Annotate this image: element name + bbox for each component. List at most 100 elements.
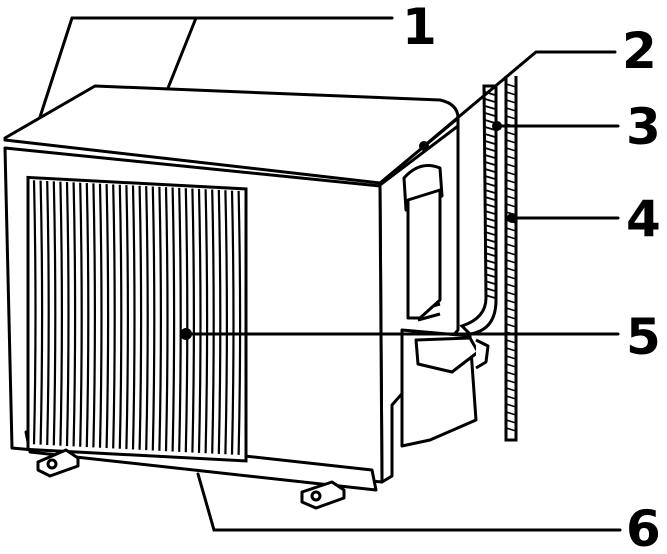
grille-fin bbox=[151, 186, 156, 451]
grille-fin bbox=[197, 188, 202, 453]
pipe-tick bbox=[505, 339, 517, 344]
callout-4: 4 bbox=[626, 190, 661, 248]
leader-1b bbox=[166, 16, 198, 90]
pipe-tick bbox=[505, 299, 517, 304]
insulation-tick bbox=[484, 175, 496, 180]
grille-fin bbox=[211, 189, 215, 454]
pipe-tick bbox=[505, 387, 517, 392]
leader-lines bbox=[38, 16, 622, 532]
insulation-tick bbox=[484, 105, 496, 110]
pipe-tick bbox=[505, 379, 517, 384]
callout-5: 5 bbox=[626, 308, 661, 366]
insulation-tick bbox=[484, 273, 496, 278]
pipe-tick bbox=[505, 427, 517, 432]
grille-fin bbox=[178, 187, 182, 452]
grille-fin bbox=[131, 185, 136, 450]
grille-frame bbox=[26, 175, 248, 463]
insulation-tick bbox=[484, 140, 496, 145]
pipe-tick bbox=[505, 179, 517, 184]
pipe-tick bbox=[505, 195, 517, 200]
pipe-tick bbox=[505, 99, 517, 104]
insulation-tick bbox=[484, 266, 496, 271]
grille-fin bbox=[191, 188, 195, 453]
pipe-tick bbox=[505, 83, 517, 88]
insulation-tick bbox=[484, 287, 496, 292]
insulation-tick bbox=[484, 245, 496, 250]
pipe-tick bbox=[505, 139, 517, 144]
insulation-tick bbox=[484, 252, 496, 257]
grille-fin bbox=[52, 181, 57, 446]
grille-fin bbox=[125, 185, 129, 450]
grille-fin bbox=[237, 190, 242, 455]
grille-fin bbox=[92, 183, 96, 448]
top-lid bbox=[3, 84, 460, 185]
pipe-tick bbox=[505, 275, 517, 280]
pipe-tick bbox=[505, 395, 517, 400]
grille-fin bbox=[105, 184, 110, 449]
grille-fin bbox=[98, 183, 103, 448]
insulation-tick bbox=[484, 259, 496, 264]
grille-fin bbox=[112, 184, 116, 449]
pipe-tick bbox=[505, 283, 517, 288]
insulation-tick bbox=[484, 224, 496, 229]
pipe-tick bbox=[505, 307, 517, 312]
insulation-tick bbox=[484, 161, 496, 166]
grille-fin bbox=[59, 181, 63, 446]
insulation-tick bbox=[484, 182, 496, 187]
pipe-tick bbox=[505, 347, 517, 352]
insulation-tick bbox=[484, 231, 496, 236]
grille-fin bbox=[171, 187, 176, 452]
leader-1 bbox=[38, 16, 394, 119]
grille-fin bbox=[118, 184, 123, 449]
leader-6 bbox=[196, 472, 622, 532]
grille-fin bbox=[138, 185, 143, 450]
grille-fin bbox=[85, 183, 90, 448]
connection-box bbox=[400, 164, 490, 448]
grille-fin bbox=[79, 182, 83, 447]
grille-fin bbox=[145, 186, 149, 451]
insulation-tick bbox=[484, 294, 496, 299]
insulation-tick bbox=[484, 147, 496, 152]
leader-2 bbox=[422, 50, 617, 148]
insulation-tick bbox=[484, 126, 496, 131]
pipe-tick bbox=[505, 243, 517, 248]
pipe-tick bbox=[505, 91, 517, 96]
grille-fin bbox=[224, 190, 228, 455]
pipe-tick bbox=[505, 203, 517, 208]
insulation-tick bbox=[484, 238, 496, 243]
pipe-tick bbox=[505, 187, 517, 192]
mounting-feet bbox=[36, 448, 346, 510]
pipe-tick bbox=[505, 131, 517, 136]
pipe-tick bbox=[505, 171, 517, 176]
grille-fin bbox=[184, 188, 189, 453]
pipe-tick bbox=[505, 371, 517, 376]
insulation-tick bbox=[484, 196, 496, 201]
pipe-tick bbox=[505, 403, 517, 408]
leader-dots bbox=[180, 121, 517, 340]
pipe-tick bbox=[505, 163, 517, 168]
pipe-tick bbox=[505, 363, 517, 368]
pipe-tick bbox=[505, 411, 517, 416]
insulation-tick bbox=[484, 280, 496, 285]
pipe-tick bbox=[505, 155, 517, 160]
callout-1: 1 bbox=[402, 0, 437, 56]
grille-fin bbox=[32, 180, 37, 445]
pipe-tick bbox=[505, 267, 517, 272]
grille-fin bbox=[230, 190, 235, 455]
pipe-tick bbox=[505, 291, 517, 296]
insulation-tick bbox=[484, 154, 496, 159]
pipe-tick bbox=[505, 315, 517, 320]
insulation-tick bbox=[484, 203, 496, 208]
callout-3: 3 bbox=[626, 98, 661, 156]
grille-fin bbox=[217, 189, 222, 454]
insulation-tick bbox=[484, 210, 496, 215]
grille-fin bbox=[46, 180, 50, 446]
callout-2: 2 bbox=[622, 22, 657, 80]
insulation-tick bbox=[484, 189, 496, 194]
pipe-tick bbox=[505, 235, 517, 240]
insulation-tick bbox=[484, 112, 496, 117]
callout-6: 6 bbox=[626, 500, 661, 554]
pipe-tick bbox=[505, 147, 517, 152]
